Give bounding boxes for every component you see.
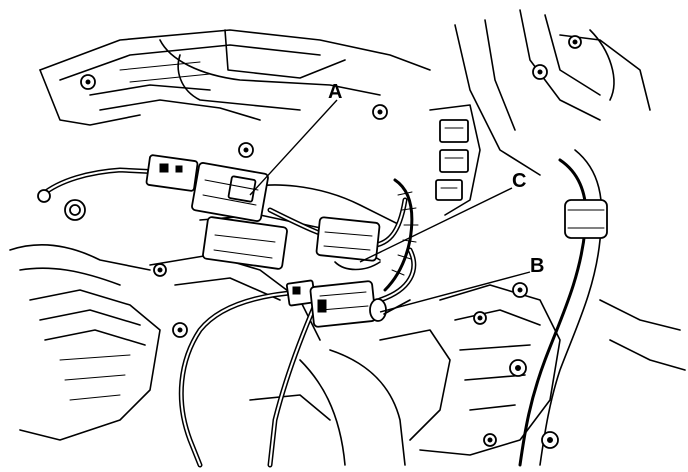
leader-c [359, 187, 513, 263]
callout-label-b: B [530, 255, 544, 277]
connector-c [315, 216, 381, 271]
connector-a [145, 154, 288, 270]
right-bracket [429, 104, 481, 216]
leader-a [249, 99, 338, 196]
engine-background-structure [9, 9, 686, 467]
bolt-icons [64, 35, 582, 449]
wiring-harness [37, 167, 419, 468]
callout-label-c: C [512, 170, 526, 192]
connector-b [285, 279, 411, 328]
callout-leaders [249, 99, 531, 313]
callout-label-a: A [328, 81, 342, 103]
leader-b [379, 271, 531, 313]
